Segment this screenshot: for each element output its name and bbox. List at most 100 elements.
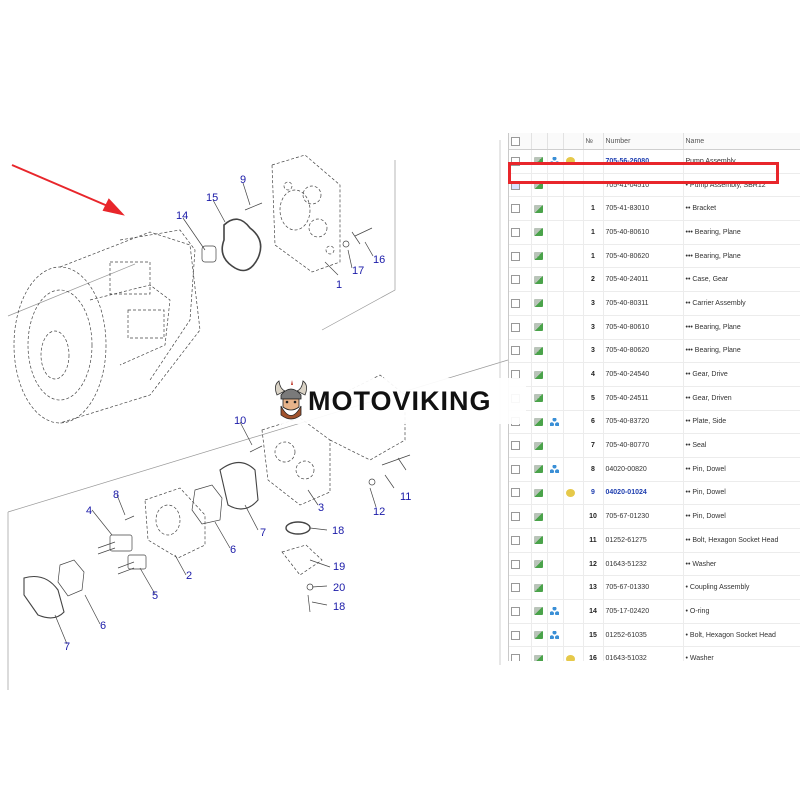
structure-tree-icon[interactable] xyxy=(549,157,559,166)
callout-8: 8 xyxy=(113,489,119,501)
structure-tree-icon[interactable] xyxy=(549,631,559,640)
part-mark-icon[interactable] xyxy=(533,323,543,332)
part-mark-icon[interactable] xyxy=(533,346,543,355)
row-part-number: 705-17-02420 xyxy=(603,599,684,624)
row-checkbox[interactable] xyxy=(511,298,520,308)
row-checkbox[interactable] xyxy=(511,606,520,616)
structure-tree-icon[interactable] xyxy=(549,465,559,474)
row-part-number: 705-41-83010 xyxy=(603,196,684,222)
row-checkbox[interactable] xyxy=(511,204,520,214)
package-icon[interactable] xyxy=(565,157,575,166)
row-checkbox[interactable] xyxy=(511,275,520,285)
part-mark-icon[interactable] xyxy=(533,228,543,237)
part-mark-icon[interactable] xyxy=(533,512,543,521)
row-part-name: •• Carrier Assembly xyxy=(683,291,800,316)
part-mark-icon[interactable] xyxy=(533,299,543,308)
part-mark-icon[interactable] xyxy=(533,275,543,284)
row-part-number: 01252-61275 xyxy=(603,528,684,553)
select-all-checkbox[interactable] xyxy=(511,136,520,146)
callout-1: 1 xyxy=(336,279,342,291)
row-part-number: 705-40-80610 xyxy=(603,220,684,245)
row-checkbox[interactable] xyxy=(511,535,520,545)
row-part-name: ••• Bearing, Plane xyxy=(683,220,800,245)
package-icon[interactable] xyxy=(565,488,575,497)
part-mark-icon[interactable] xyxy=(533,583,543,592)
row-checkbox[interactable] xyxy=(511,464,520,474)
row-part-number[interactable]: 04020-01024 xyxy=(603,481,684,506)
part-mark-icon[interactable] xyxy=(533,631,543,640)
callout-12: 12 xyxy=(373,506,385,518)
row-checkbox[interactable] xyxy=(511,346,520,356)
column-header-name[interactable]: Name xyxy=(683,133,800,150)
row-part-name: •• Pin, Dowel xyxy=(683,457,800,482)
part-mark-icon[interactable] xyxy=(533,654,543,661)
part-mark-icon[interactable] xyxy=(533,370,543,379)
row-checkbox[interactable] xyxy=(511,251,520,261)
column-header-no[interactable]: № xyxy=(583,133,604,150)
row-checkbox[interactable] xyxy=(511,630,520,640)
row-part-number: 01643-51232 xyxy=(603,552,684,577)
part-mark-icon[interactable] xyxy=(533,488,543,497)
part-mark-icon[interactable] xyxy=(533,441,543,450)
row-checkbox[interactable] xyxy=(511,559,520,569)
part-mark-icon[interactable] xyxy=(533,560,543,569)
row-checkbox[interactable] xyxy=(511,441,520,451)
structure-tree-icon[interactable] xyxy=(549,607,559,616)
row-position: 3 xyxy=(583,339,604,364)
part-mark-icon[interactable] xyxy=(533,607,543,616)
row-checkbox[interactable] xyxy=(511,654,520,661)
row-checkbox[interactable] xyxy=(511,512,520,522)
row-part-name: •• Pin, Dowel xyxy=(683,504,800,529)
part-mark-icon[interactable] xyxy=(533,417,543,426)
row-checkbox[interactable] xyxy=(511,583,520,593)
package-icon[interactable] xyxy=(565,654,575,661)
brand-name: MOTOVIKING xyxy=(308,386,492,416)
row-checkbox[interactable] xyxy=(511,227,520,237)
row-position xyxy=(583,173,604,198)
row-position: 4 xyxy=(583,362,604,387)
part-mark-icon[interactable] xyxy=(533,536,543,545)
row-part-name: •• Bolt, Hexagon Socket Head xyxy=(683,528,800,553)
part-mark-icon[interactable] xyxy=(533,181,543,190)
row-part-number: 705-40-83720 xyxy=(603,410,684,435)
structure-tree-icon[interactable] xyxy=(549,417,559,426)
row-checkbox[interactable] xyxy=(511,322,520,332)
column-header-number[interactable]: Number xyxy=(603,133,684,150)
part-mark-icon[interactable] xyxy=(533,394,543,403)
table-row[interactable]: 705-41-04510• Pump Assembly, SBR12 xyxy=(509,173,800,198)
part-mark-icon[interactable] xyxy=(533,157,543,166)
row-checkbox[interactable] xyxy=(511,156,520,166)
part-mark-icon[interactable] xyxy=(533,204,543,213)
part-mark-icon[interactable] xyxy=(533,465,543,474)
row-part-number[interactable]: 705-56-26080 xyxy=(603,149,684,174)
row-position: 8 xyxy=(583,457,604,482)
row-part-name: •• Seal xyxy=(683,433,800,458)
row-position: 12 xyxy=(583,552,604,577)
part-mark-icon[interactable] xyxy=(533,252,543,261)
row-checkbox[interactable] xyxy=(511,488,520,498)
callout-19: 18 xyxy=(333,601,345,613)
callout-20: 20 xyxy=(333,582,345,594)
callout-15: 16 xyxy=(373,254,385,266)
